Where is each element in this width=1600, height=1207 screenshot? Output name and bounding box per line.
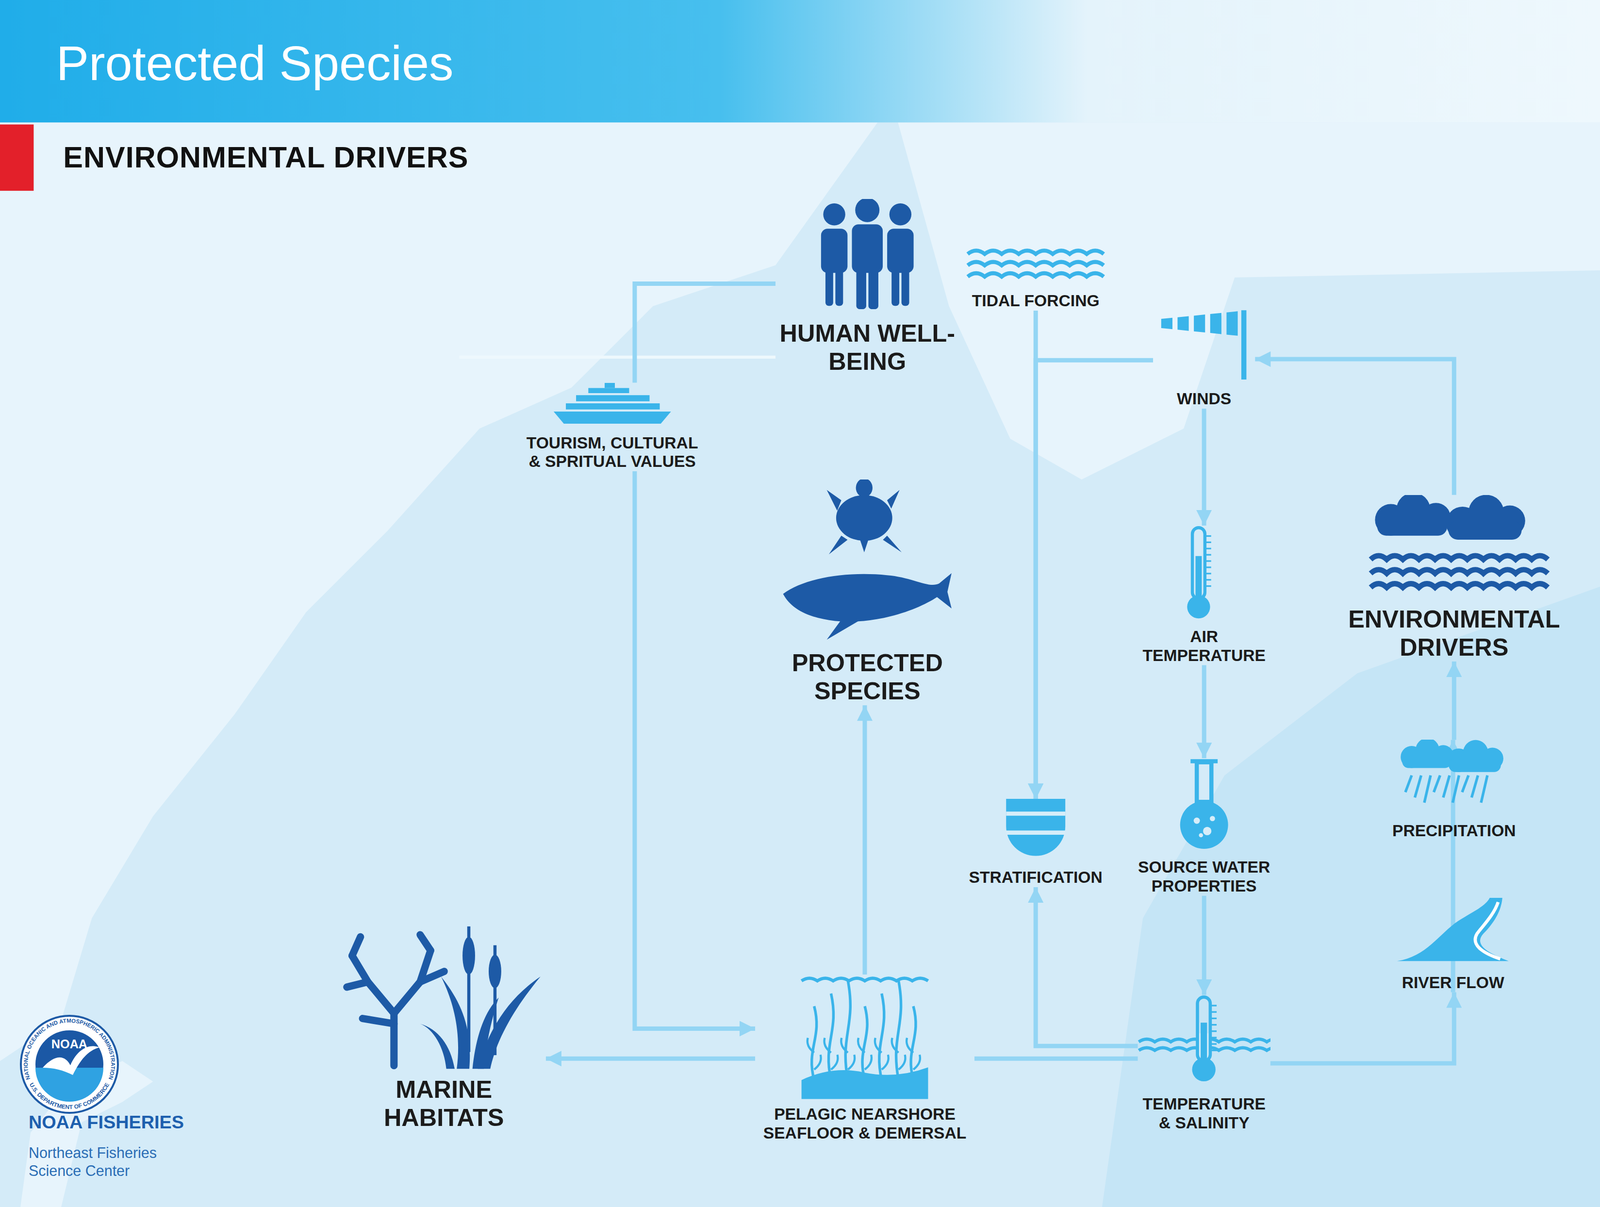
node-label: MARINE HABITATS [341,1075,546,1132]
page-title: Protected Species [56,38,454,88]
value-node: TOURISM, CULTURAL & SPRITUAL VALUES [525,382,699,472]
node-label: TEMPERATURE & SALINITY [1137,1094,1271,1133]
node-label: PELAGIC NEARSHORE SEAFLOOR & DEMERSAL [755,1105,975,1143]
node-label: TOURISM, CULTURAL & SPRITUAL VALUES [525,433,699,472]
node-icon [1395,897,1511,964]
flow-connector [1035,887,1138,1046]
node-label: RIVER FLOW [1395,973,1511,993]
node-label: HUMAN WELL-BEING [775,319,959,376]
node-label: PROTECTED SPECIES [775,648,959,706]
habitat-node: MARINE HABITATS [341,923,546,1132]
sub-heading: ENVIRONMENTAL DRIVERS [63,139,778,176]
node-label: SOURCE WATER PROPERTIES [1132,857,1276,896]
center-name: Northeast Fisheries Science Center [28,1143,198,1180]
node-icon [964,242,1107,284]
node-icon [775,479,959,641]
node-icon [1153,308,1255,380]
species-node: PROTECTED SPECIES [775,479,959,706]
node-icon [1137,525,1271,622]
driver-node: RIVER FLOW [1395,897,1511,992]
driver-node: ENVIRONMENTAL DRIVERS [1316,494,1592,662]
habitat-node: PELAGIC NEARSHORE SEAFLOOR & DEMERSAL [755,974,975,1143]
driver-node: WINDS [1153,308,1255,409]
flow-connector [1202,665,1207,759]
group-icon-node: HUMAN WELL-BEING [775,198,959,376]
node-icon [755,974,975,1100]
logo-ring-text: U.S. DEPARTMENT OF COMMERCE [28,1081,111,1111]
node-label: AIR TEMPERATURE [1137,627,1271,665]
driver-node: AIR TEMPERATURE [1137,525,1271,666]
flow-connector [545,1056,756,1061]
node-icon [1316,494,1592,597]
driver-node: SOURCE WATER PROPERTIES [1132,758,1276,896]
driver-node: TIDAL FORCING [964,242,1107,311]
flow-connector [1254,359,1454,495]
node-label: STRATIFICATION [954,868,1118,888]
node-label: TIDAL FORCING [964,291,1107,311]
flow-connector [974,1056,1139,1061]
flow-connector [1451,661,1457,741]
flow-connector [1202,408,1207,526]
logo-ring-text: NATIONAL OCEANIC AND ATMOSPHERIC ADMINIS… [22,1017,116,1081]
svg-text:NATIONAL OCEANIC AND ATMOSPHER: NATIONAL OCEANIC AND ATMOSPHERIC ADMINIS… [22,1017,116,1081]
node-icon [1137,994,1271,1089]
logo-text: NOAA [38,1036,100,1052]
flow-connector [1270,992,1455,1064]
node-label: PRECIPITATION [1377,821,1531,841]
node-icon [341,923,546,1070]
svg-text:U.S. DEPARTMENT OF COMMERCE: U.S. DEPARTMENT OF COMMERCE [28,1081,111,1111]
driver-node: STRATIFICATION [954,798,1118,888]
node-icon [954,798,1118,858]
flow-connector [1202,895,1207,995]
flow-connector [1035,360,1154,799]
driver-node: PRECIPITATION [1377,739,1531,841]
node-icon [775,198,959,310]
agency-name: NOAA FISHERIES [28,1111,233,1134]
node-label: ENVIRONMENTAL DRIVERS [1316,605,1592,662]
node-icon [525,382,699,426]
node-label: WINDS [1153,389,1255,409]
flow-connector [634,471,756,1029]
flow-connector [634,283,776,383]
node-icon [1377,739,1531,809]
flow-connector [862,705,868,975]
driver-node: TEMPERATURE & SALINITY [1137,994,1271,1133]
node-icon [1132,758,1276,852]
